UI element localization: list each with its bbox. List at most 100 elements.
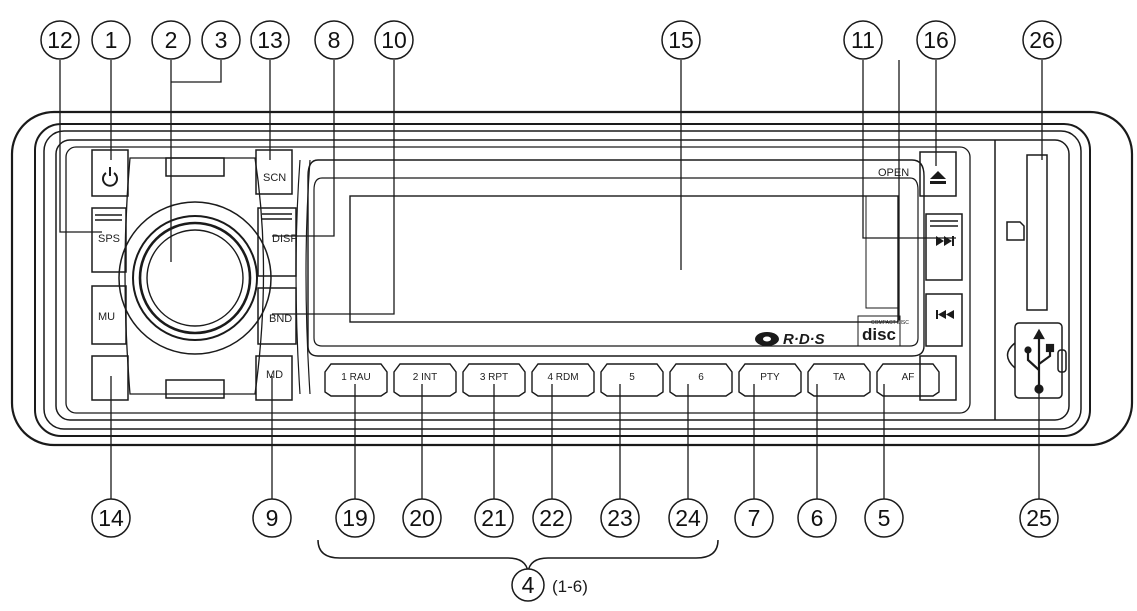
- control-panel: [65, 146, 971, 414]
- svg-text:disc: disc: [862, 325, 896, 344]
- preset-button-2[interactable]: 2 INT: [393, 363, 457, 397]
- group-callout-range: (1-6): [552, 577, 588, 596]
- callout-number: 22: [539, 505, 565, 531]
- callout-number: 10: [381, 27, 407, 53]
- callout-top-11: 11: [843, 20, 883, 60]
- preset-button-label: PTY: [760, 372, 780, 383]
- callout-bottom-24: 24: [668, 498, 708, 538]
- sd-card-icon: [1006, 221, 1025, 241]
- callout-bottom-22: 22: [532, 498, 572, 538]
- preset-button-label: TA: [833, 372, 845, 383]
- callout-number: 11: [851, 27, 875, 53]
- callout-top-16: 16: [916, 20, 956, 60]
- cd-logo-icon: [755, 332, 779, 346]
- preset-button-label: 3 RPT: [480, 372, 508, 383]
- front-panel-outer: [34, 123, 1091, 437]
- display-area: [307, 159, 925, 357]
- group-callout-number: 4: [522, 572, 535, 598]
- preset-button-9[interactable]: AF: [876, 363, 940, 397]
- volume-knob-housing: [124, 157, 265, 399]
- front-panel-mid: [43, 130, 1082, 430]
- preset-button-label: 4 RDM: [547, 372, 578, 383]
- front-panel-inner: [55, 139, 1070, 421]
- power-button[interactable]: [91, 149, 129, 197]
- preset-button-label: 2 INT: [413, 372, 437, 383]
- mu-label: MU: [98, 311, 115, 323]
- right-buttons: [919, 151, 963, 401]
- callout-number: 6: [811, 505, 824, 531]
- callout-top-8: 8: [314, 20, 354, 60]
- callout-bottom-14: 14: [91, 498, 131, 538]
- compact-disc-logo: disc COMPACT DISC: [857, 315, 909, 347]
- lower-right-button[interactable]: [919, 355, 957, 401]
- callout-top-26: 26: [1022, 20, 1062, 60]
- callout-top-12: 12: [40, 20, 80, 60]
- prev-track-button[interactable]: [925, 293, 963, 347]
- left-buttons: [91, 149, 129, 401]
- bnd-button[interactable]: [257, 287, 297, 345]
- callout-bottom-20: 20: [402, 498, 442, 538]
- lcd-screen: [349, 195, 899, 323]
- callout-number: 7: [748, 505, 761, 531]
- callout-bottom-25: 25: [1019, 498, 1059, 538]
- preset-leader-lines: [354, 384, 885, 502]
- callout-number: 3: [215, 27, 228, 53]
- preset-button-8[interactable]: TA: [807, 363, 871, 397]
- rds-logo: R·D·S: [783, 331, 825, 348]
- callout-number: 2: [165, 27, 178, 53]
- callout-bottom-5: 5: [864, 498, 904, 538]
- callout-top-3: 3: [201, 20, 241, 60]
- callout-top-13: 13: [250, 20, 290, 60]
- volume-knob[interactable]: [118, 201, 272, 355]
- faceplate: [10, 110, 1134, 447]
- preset-button-label: AF: [902, 372, 915, 383]
- md-button[interactable]: [255, 355, 293, 401]
- preset-button-4[interactable]: 4 RDM: [531, 363, 595, 397]
- outer-housing: [10, 110, 1134, 447]
- knob-tab-bottom: [165, 379, 225, 399]
- callout-bottom-19: 19: [335, 498, 375, 538]
- callout-number: 16: [923, 27, 949, 53]
- preset-button-7[interactable]: PTY: [738, 363, 802, 397]
- callout-number: 25: [1026, 505, 1052, 531]
- preset-button-5[interactable]: 5: [600, 363, 664, 397]
- card-slot: [1026, 154, 1048, 311]
- sd-card-slot: [1006, 154, 1048, 311]
- bnd-label: BND: [269, 313, 292, 325]
- preset-button-6[interactable]: 6: [669, 363, 733, 397]
- callout-number: 23: [607, 505, 633, 531]
- callout-bottom-6: 6: [797, 498, 837, 538]
- callout-number: 26: [1029, 27, 1055, 53]
- callout-number: 9: [266, 505, 279, 531]
- md-label: MD: [266, 369, 283, 381]
- svg-text:COMPACT DISC: COMPACT DISC: [871, 320, 909, 326]
- preset-button-label: 5: [629, 372, 635, 383]
- callout-bottom-21: 21: [474, 498, 514, 538]
- callout-number: 13: [257, 27, 283, 53]
- next-track-button[interactable]: [925, 213, 963, 281]
- knob-tab-top: [165, 157, 225, 177]
- callout-bottom-23: 23: [600, 498, 640, 538]
- lower-left-button[interactable]: [91, 355, 129, 401]
- callout-number: 15: [668, 27, 694, 53]
- scn-button[interactable]: [255, 149, 293, 195]
- callout-number: 12: [47, 27, 73, 53]
- preset-button-label: 6: [698, 372, 704, 383]
- callout-number: 8: [328, 27, 341, 53]
- scn-label: SCN: [263, 172, 286, 184]
- preset-button-3[interactable]: 3 RPT: [462, 363, 526, 397]
- prev-track-icon: [936, 310, 954, 319]
- sps-button[interactable]: [91, 207, 127, 273]
- preset-button-label: 1 RAU: [341, 372, 370, 383]
- usb-icon: [1024, 328, 1055, 394]
- callout-number: 5: [878, 505, 891, 531]
- sps-label: SPS: [98, 233, 120, 245]
- preset-button-1[interactable]: 1 RAU: [324, 363, 388, 397]
- eject-button[interactable]: [919, 151, 957, 197]
- mu-button[interactable]: [91, 285, 127, 345]
- callout-number: 14: [98, 505, 124, 531]
- callout-number: 19: [342, 505, 368, 531]
